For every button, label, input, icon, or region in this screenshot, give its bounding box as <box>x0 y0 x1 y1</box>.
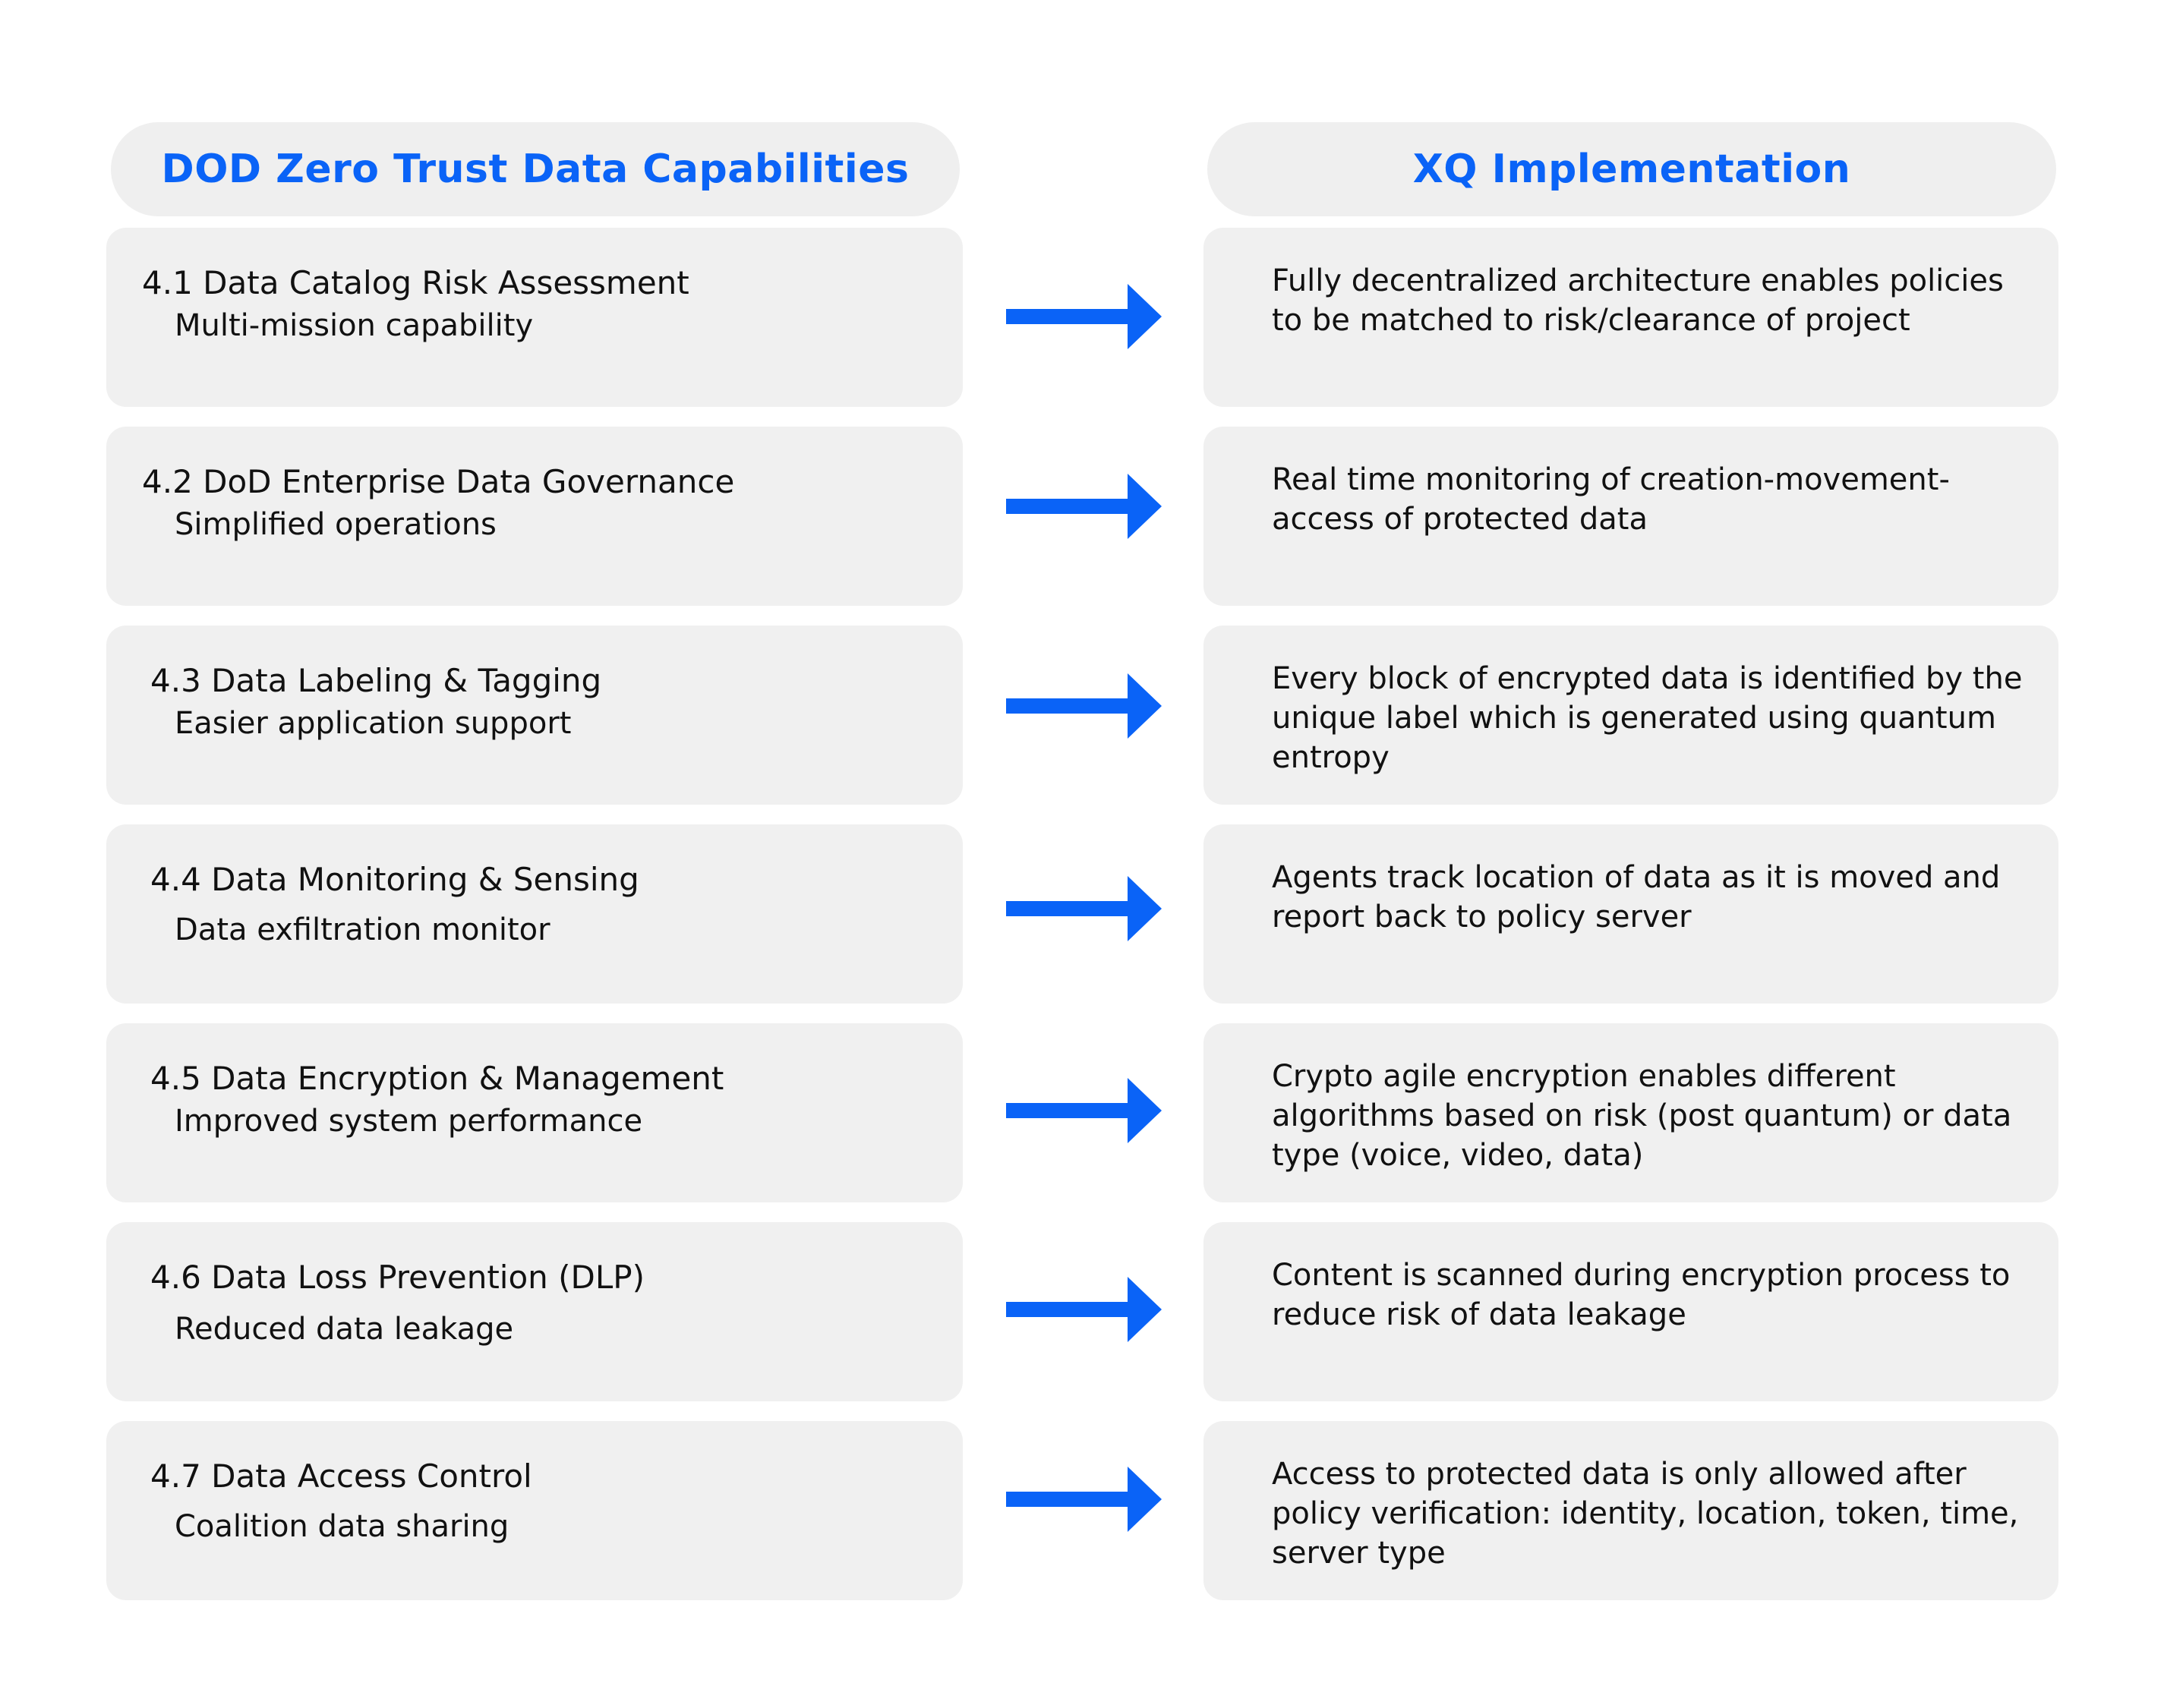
capability-title: 4.7 Data Access Control <box>150 1457 532 1495</box>
implementation-card-4-3: Every block of encrypted data is identif… <box>1203 626 2058 805</box>
implementation-header: XQ Implementation <box>1207 122 2056 216</box>
capability-benefit: Data exfiltration monitor <box>175 912 550 947</box>
implementation-text: Fully decentralized architecture enables… <box>1272 263 2004 338</box>
capability-title: 4.4 Data Monitoring & Sensing <box>150 861 639 898</box>
implementation-text: Every block of encrypted data is identif… <box>1272 661 2023 775</box>
capability-title: 4.1 Data Catalog Risk Assessment <box>142 264 689 301</box>
capability-title: 4.5 Data Encryption & Management <box>150 1060 724 1097</box>
capability-benefit: Improved system performance <box>175 1104 643 1139</box>
implementation-card-4-1: Fully decentralized architecture enables… <box>1203 228 2058 407</box>
implementation-text: Agents track location of data as it is m… <box>1272 860 2001 934</box>
capability-card-4-1: 4.1 Data Catalog Risk Assessment Multi-m… <box>106 228 963 407</box>
implementation-header-label: XQ Implementation <box>1412 147 1851 192</box>
capability-card-4-4: 4.4 Data Monitoring & Sensing Data exfil… <box>106 824 963 1004</box>
capability-title: 4.2 DoD Enterprise Data Governance <box>142 463 735 500</box>
capability-card-4-6: 4.6 Data Loss Prevention (DLP) Reduced d… <box>106 1222 963 1401</box>
capability-title: 4.3 Data Labeling & Tagging <box>150 662 602 699</box>
capability-title: 4.6 Data Loss Prevention (DLP) <box>150 1259 645 1296</box>
capability-card-4-2: 4.2 DoD Enterprise Data Governance Simpl… <box>106 427 963 606</box>
implementation-card-4-6: Content is scanned during encryption pro… <box>1203 1222 2058 1401</box>
capabilities-header-label: DOD Zero Trust Data Capabilities <box>161 147 910 192</box>
right-arrow-icon <box>1006 474 1162 539</box>
right-arrow-icon <box>1006 1277 1162 1342</box>
capability-benefit: Reduced data leakage <box>175 1312 514 1347</box>
capability-benefit: Multi-mission capability <box>175 308 534 343</box>
capability-card-4-3: 4.3 Data Labeling & Tagging Easier appli… <box>106 626 963 805</box>
capability-card-4-7: 4.7 Data Access Control Coalition data s… <box>106 1421 963 1600</box>
right-arrow-icon <box>1006 1467 1162 1532</box>
implementation-text: Crypto agile encryption enables differen… <box>1272 1059 2012 1173</box>
implementation-text: Real time monitoring of creation-movemen… <box>1272 462 1950 537</box>
implementation-card-4-5: Crypto agile encryption enables differen… <box>1203 1023 2058 1202</box>
right-arrow-icon <box>1006 876 1162 941</box>
implementation-text: Content is scanned during encryption pro… <box>1272 1258 2011 1332</box>
implementation-card-4-7: Access to protected data is only allowed… <box>1203 1421 2058 1600</box>
capability-benefit: Coalition data sharing <box>175 1509 509 1544</box>
implementation-card-4-2: Real time monitoring of creation-movemen… <box>1203 427 2058 606</box>
right-arrow-icon <box>1006 673 1162 739</box>
capabilities-header: DOD Zero Trust Data Capabilities <box>111 122 960 216</box>
right-arrow-icon <box>1006 1078 1162 1143</box>
capability-benefit: Easier application support <box>175 706 572 741</box>
right-arrow-icon <box>1006 284 1162 349</box>
capability-benefit: Simplified operations <box>175 507 497 542</box>
implementation-card-4-4: Agents track location of data as it is m… <box>1203 824 2058 1004</box>
capability-card-4-5: 4.5 Data Encryption & Management Improve… <box>106 1023 963 1202</box>
implementation-text: Access to protected data is only allowed… <box>1272 1457 2019 1571</box>
